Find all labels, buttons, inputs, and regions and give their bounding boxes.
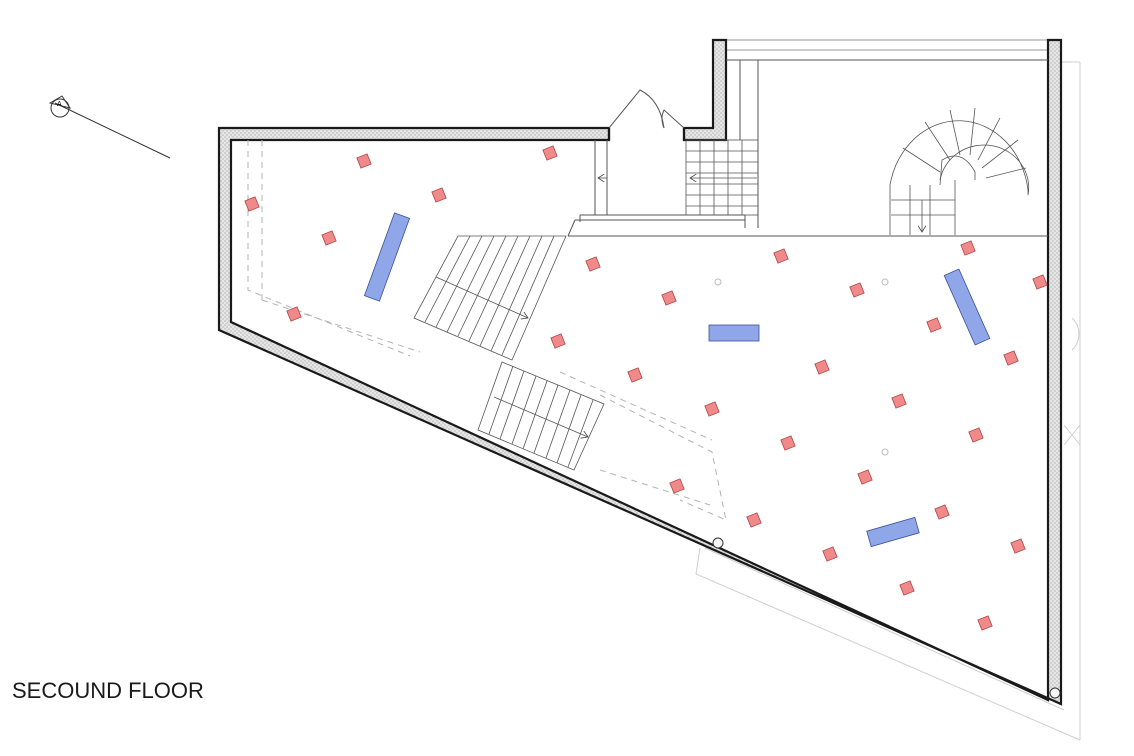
light-fixture: [822, 546, 838, 562]
light-fixture: [857, 469, 873, 485]
main-stair-upper-flight: [413, 235, 567, 361]
context-lines: [695, 39, 1081, 741]
hidden-lines: [247, 140, 727, 521]
light-fixture: [1032, 274, 1048, 290]
light-fixture: [891, 393, 907, 409]
light-fixture: [849, 282, 865, 298]
light-fixture: [934, 504, 950, 520]
column-marker: [712, 537, 724, 549]
ceiling-points: [714, 278, 889, 456]
light-fixture: [926, 317, 942, 333]
ceiling-panel: [708, 324, 760, 342]
light-fixture: [814, 359, 830, 375]
light-fixture: [286, 306, 302, 322]
light-fixture: [431, 187, 447, 203]
light-fixture: [356, 153, 372, 169]
light-fixture: [968, 427, 984, 443]
drawing-title: SECOUND FLOOR: [12, 678, 204, 703]
light-fixture: [669, 478, 685, 494]
ceiling-panel: [363, 212, 411, 302]
column-marker: [1049, 687, 1061, 699]
main-stair-lower-flight: [477, 361, 605, 471]
light-fixture: [627, 367, 643, 383]
ceiling-panel: [943, 268, 991, 346]
upper-stair: [685, 139, 759, 216]
light-fixture: [773, 248, 789, 264]
ceiling-panels: [363, 212, 991, 548]
light-fixture: [977, 615, 993, 631]
light-fixture: [899, 580, 915, 596]
light-fixture: [321, 230, 337, 246]
upper-wall: [682, 38, 728, 142]
light-fixture: [704, 401, 720, 417]
opening-caps: [607, 128, 686, 140]
interior-lines: [567, 59, 1048, 237]
light-fixture: [960, 240, 976, 256]
ceiling-panel: [866, 516, 920, 548]
light-fixture: [661, 290, 677, 306]
north-arrow-icon: A: [48, 95, 171, 159]
light-fixture: [746, 512, 762, 528]
north-marker-letter: A: [57, 101, 62, 108]
door-swing: [608, 89, 685, 129]
spiral-stair: [889, 107, 1030, 235]
light-fixture: [550, 333, 566, 349]
light-fixture: [1003, 350, 1019, 366]
light-fixture: [585, 256, 601, 272]
light-fixture: [1010, 538, 1026, 554]
light-fixture: [244, 196, 260, 212]
light-fixtures: [244, 145, 1048, 631]
light-fixture: [780, 435, 796, 451]
light-fixture: [542, 145, 558, 161]
